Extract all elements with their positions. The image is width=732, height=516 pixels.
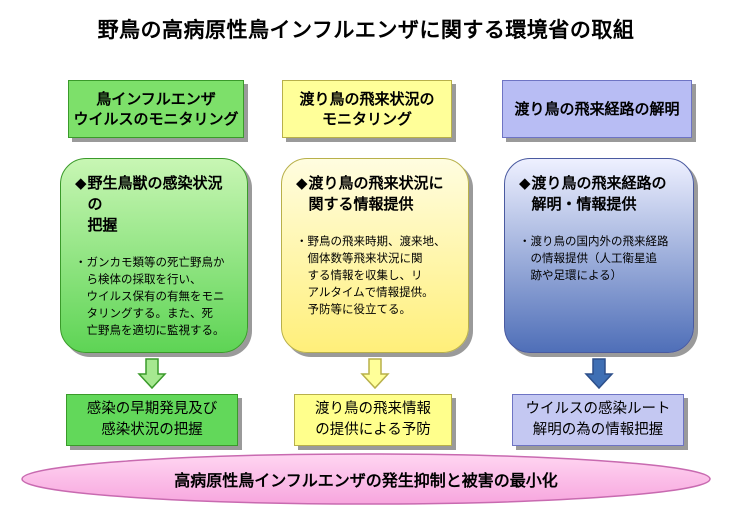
banner-ellipse-shape xyxy=(21,453,711,505)
diamond-bullet-icon: ◆ xyxy=(519,174,531,192)
down-arrow-icon xyxy=(360,358,390,390)
down-arrow-icon xyxy=(584,358,614,390)
banner-text: 高病原性鳥インフルエンザの発生抑制と被害の最小化 xyxy=(174,471,558,490)
panel-heading-text: 野生鳥獣の感染状況の 把握 xyxy=(87,174,223,234)
result-infection-route: ウイルスの感染ルート 解明の為の情報把握 xyxy=(512,394,684,446)
panel-heading: ◆ 野生鳥獣の感染状況の 把握 xyxy=(75,173,237,236)
panel-heading: ◆ 渡り鳥の飛来状況に 関する情報提供 xyxy=(296,173,458,215)
panel-infection-status: ◆ 野生鳥獣の感染状況の 把握 ・ガンカモ類等の死亡野鳥か ら検体の採取を行い、… xyxy=(60,158,248,353)
panel-heading: ◆ 渡り鳥の飛来経路の 解明・情報提供 xyxy=(519,173,683,215)
panel-body-text: ・渡り鳥の国内外の飛来経路 の情報提供（人工衛星追 跡や足環による） xyxy=(519,234,669,282)
diamond-bullet-icon: ◆ xyxy=(75,174,87,192)
result-early-detection: 感染の早期発見及び 感染状況の把握 xyxy=(66,394,238,446)
page-title: 野鳥の高病原性鳥インフルエンザに関する環境省の取組 xyxy=(97,18,635,42)
header-label: 鳥インフルエンザ ウイルスのモニタリング xyxy=(73,90,239,128)
header-label: 渡り鳥の飛来経路の解明 xyxy=(514,100,680,118)
header-label: 渡り鳥の飛来状況の モニタリング xyxy=(299,90,435,128)
header-migratory-monitoring: 渡り鳥の飛来状況の モニタリング xyxy=(282,80,452,138)
header-virus-monitoring: 鳥インフルエンザ ウイルスのモニタリング xyxy=(68,80,244,138)
header-migration-route: 渡り鳥の飛来経路の解明 xyxy=(502,80,692,138)
panel-body-text: ・野鳥の飛来時期、渡来地、 個体数等飛来状況に関 する情報を収集し、リ アルタイ… xyxy=(296,234,446,316)
panel-migratory-info: ◆ 渡り鳥の飛来状況に 関する情報提供 ・野鳥の飛来時期、渡来地、 個体数等飛来… xyxy=(281,158,469,353)
bottom-banner: 高病原性鳥インフルエンザの発生抑制と被害の最小化 xyxy=(20,452,712,506)
result-label: 感染の早期発見及び 感染状況の把握 xyxy=(86,401,218,438)
down-arrow-icon xyxy=(137,358,167,390)
panel-heading-text: 渡り鳥の飛来経路の 解明・情報提供 xyxy=(531,174,667,213)
panel-migration-route: ◆ 渡り鳥の飛来経路の 解明・情報提供 ・渡り鳥の国内外の飛来経路 の情報提供（… xyxy=(504,158,694,353)
result-label: ウイルスの感染ルート 解明の為の情報把握 xyxy=(525,401,671,438)
panel-body-text: ・ガンカモ類等の死亡野鳥か ら検体の採取を行い、 ウイルス保有の有無をモニ タリ… xyxy=(75,255,225,337)
result-label: 渡り鳥の飛来情報 の提供による予防 xyxy=(315,401,431,438)
panel-heading-text: 渡り鳥の飛来状況に 関する情報提供 xyxy=(308,174,444,213)
result-prevention: 渡り鳥の飛来情報 の提供による予防 xyxy=(294,394,452,446)
diamond-bullet-icon: ◆ xyxy=(296,174,308,192)
